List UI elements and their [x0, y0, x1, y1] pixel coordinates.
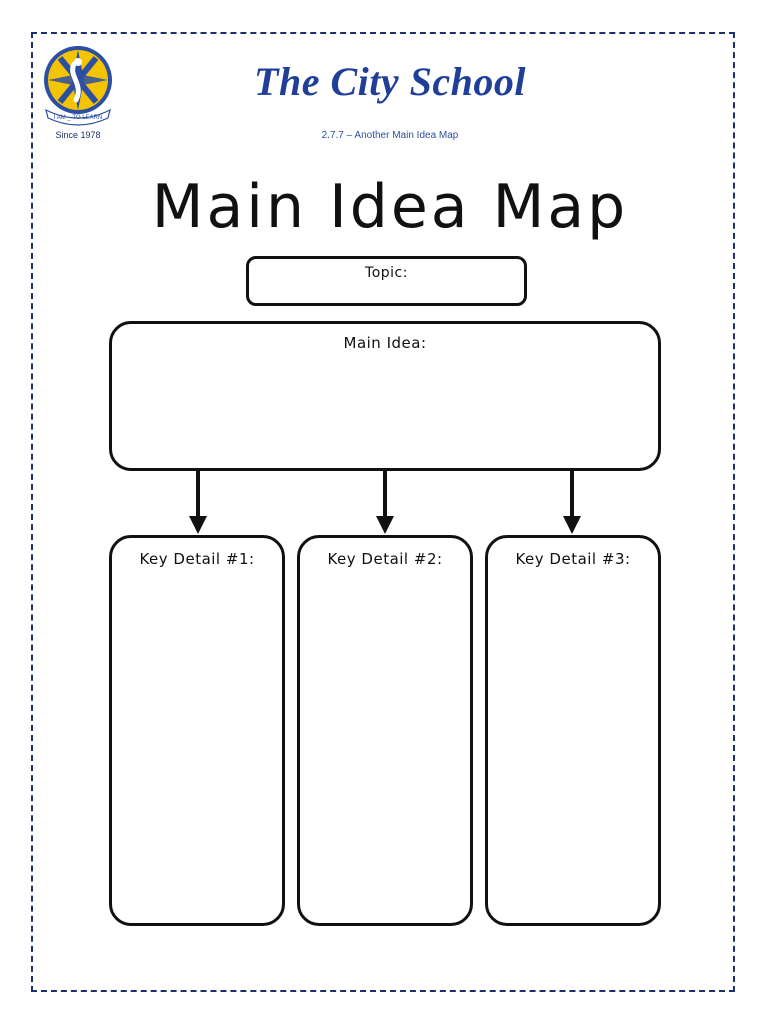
worksheet-subtitle: 2.7.7 – Another Main Idea Map [321, 130, 459, 141]
logo-since-text: Since 1978 [55, 130, 101, 140]
key-detail-box-2[interactable]: Key Detail #2: [297, 535, 473, 926]
key-detail-box-3[interactable]: Key Detail #3: [485, 535, 661, 926]
topic-label: Topic: [365, 265, 408, 281]
key-detail-label-3: Key Detail #3: [515, 550, 631, 568]
key-detail-label-2: Key Detail #2: [327, 550, 443, 568]
topic-box[interactable]: Topic: [246, 256, 527, 306]
key-detail-label-1: Key Detail #1: [139, 550, 255, 568]
main-idea-label: Main Idea: [343, 334, 427, 352]
worksheet-title: Main Idea Map [151, 172, 629, 242]
school-crest-icon: I AM _ TO LEARN [44, 46, 112, 126]
page-border [31, 32, 735, 992]
school-name: The City School [254, 59, 526, 104]
svg-text:I AM _ TO LEARN: I AM _ TO LEARN [54, 115, 102, 121]
school-logo: I AM _ TO LEARN Since 1978 [38, 44, 118, 144]
main-idea-box[interactable]: Main Idea: [109, 321, 661, 471]
key-detail-box-1[interactable]: Key Detail #1: [109, 535, 285, 926]
